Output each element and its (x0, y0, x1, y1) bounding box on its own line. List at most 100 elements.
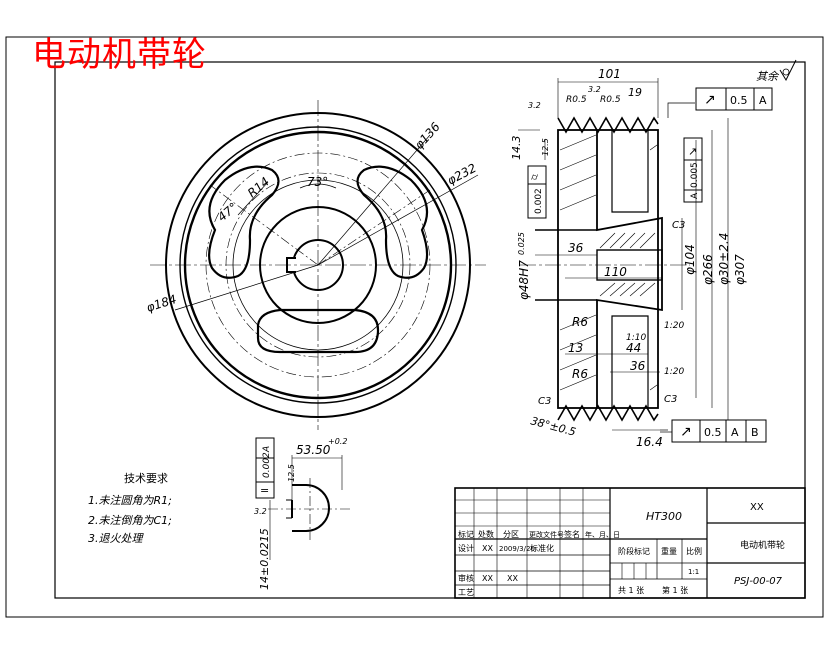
keyway-dims: 53.50 +0.2 14±0.0215 3.2 12.5 = 0.002 A (254, 437, 347, 590)
dim-c3-a: C3 (672, 220, 685, 231)
gdt-top-datum: A (759, 94, 767, 107)
keyway-view (255, 437, 350, 560)
dim-36-b: 36 (630, 359, 646, 373)
dim-38deg: 38°±0.5 (529, 414, 577, 439)
tech-req-item: 3.退火处理 (88, 532, 143, 545)
gdt-frame-right-vertical (683, 137, 703, 203)
roughness-keyway-32: 3.2 (254, 507, 267, 516)
dim-73deg: 73° (307, 175, 328, 189)
dim-phi48h7: φ48H7 (517, 260, 531, 300)
gdt-frame-top (695, 87, 773, 111)
tb-stage-label: 阶段标记 (618, 546, 650, 556)
roughness-32-a: 3.2 (588, 85, 601, 94)
dim-tol-0025: 0.025 (517, 232, 526, 255)
dim-r05-a: R0.5 (566, 95, 587, 105)
dim-53-50-tol: +0.2 (328, 437, 347, 446)
dim-r6-a: R6 (572, 315, 588, 329)
gdt-top-symbol: ↗ (704, 92, 716, 108)
drawing-title: 电动机带轮 (32, 35, 207, 75)
gdt-frame-bottom (671, 419, 767, 443)
tech-req-item: 2.未注倒角为C1; (88, 514, 172, 527)
gdt-frame-left-vertical (527, 165, 547, 219)
tech-req-title: 技术要求 (124, 472, 168, 485)
tb-part-name: 电动机带轮 (740, 539, 785, 551)
section-view (518, 78, 729, 433)
dim-phi30-2-4: φ30±2.4 (717, 233, 731, 285)
dim-14-3: 14.3 (510, 136, 523, 161)
tb-row-label-5: 年、月、日 (585, 530, 620, 539)
dim-16-4: 16.4 (636, 435, 663, 449)
tb-row-label-3: 更改文件号 (529, 530, 564, 539)
gdt-bottom-datum2: B (751, 426, 759, 439)
tb-material: HT300 (646, 510, 682, 523)
tb-process-label: 工艺 (458, 588, 474, 597)
gdt-right-datum: A (690, 192, 700, 199)
tb-designer-label: 设计 (458, 543, 474, 553)
tb-weight-label: 重量 (661, 546, 677, 556)
tb-reviewer: XX (482, 574, 493, 583)
roughness-circle (782, 68, 790, 76)
gdt-bottom-datum: A (731, 426, 739, 439)
title-block (454, 487, 806, 599)
section-view-dims: 101 19 R0.5 R0.5 3.2 3.2 14.3 φ307 φ30±2… (510, 67, 780, 449)
gdt-keyway-datum: A (262, 446, 272, 453)
dim-110: 110 (604, 265, 627, 279)
inner-frame (54, 61, 806, 599)
tb-date: 2009/3/20 (499, 545, 535, 553)
roughness-note-qiyu: 其余 (756, 70, 780, 83)
dim-phi307: φ307 (733, 254, 747, 285)
tb-std-label: 标准化 (530, 543, 554, 553)
tb-row-label-2: 分区 (503, 530, 519, 539)
tb-reviewer2: XX (507, 574, 518, 583)
dim-36-a: 36 (568, 241, 584, 255)
tb-drawing-no: PSJ-00-07 (734, 576, 783, 587)
dim-c3-b: C3 (538, 396, 551, 407)
gdt-values: ↗ 0.5 A ↗ 0.5 A B ↗ 0.005 A ⌭ 0.002 (531, 92, 767, 440)
roughness-symbol (779, 59, 797, 82)
tb-row-label-1: 处数 (478, 529, 494, 539)
dim-phi136: φ136 (412, 119, 443, 152)
gdt-right-symbol: ↗ (688, 145, 697, 158)
dim-47deg: 47° (215, 200, 240, 224)
dim-44: 44 (626, 341, 641, 355)
dim-phi266: φ266 (701, 254, 715, 285)
dim-101: 101 (598, 67, 621, 81)
tb-company: XX (750, 502, 764, 513)
roughness-keyway-125: 12.5 (287, 464, 296, 482)
dim-53-50: 53.50 (296, 443, 331, 457)
gdt-left-symbol: ⌭ (531, 172, 539, 183)
tb-row-label-0: 标记 (458, 529, 474, 539)
dim-taper-1-20-b: 1:20 (664, 367, 684, 377)
tb-reviewer-label: 审核 (458, 573, 474, 583)
gdt-left-value: 0.002 (534, 188, 544, 214)
dim-19: 19 (628, 86, 642, 99)
dim-r05-b: R0.5 (600, 95, 621, 105)
tb-sheet-label: 第 1 张 (662, 585, 688, 595)
tech-req-item: 1.未注圆角为R1; (88, 494, 172, 507)
gdt-bottom-value: 0.5 (704, 426, 722, 439)
roughness-125: 12.5 (541, 138, 550, 156)
dim-c3-c: C3 (664, 394, 677, 405)
tb-row-label-4: 签名 (564, 529, 580, 539)
dim-r6-b: R6 (572, 367, 588, 381)
title-block-text: HT300 XX 电动机带轮 PSJ-00-07 标记 处数 分区 更改文件号 … (458, 502, 785, 597)
roughness-32-b: 3.2 (528, 101, 541, 110)
gdt-right-value: 0.005 (690, 162, 700, 188)
front-view (150, 100, 486, 430)
tb-scale: 1:1 (688, 568, 699, 576)
dim-13: 13 (568, 341, 583, 355)
gdt-bottom-symbol: ↗ (680, 424, 692, 440)
gdt-keyway-value: 0.002 (262, 452, 272, 478)
dim-phi232: φ232 (445, 161, 479, 188)
dim-taper-1-20-a: 1:20 (664, 321, 684, 331)
tb-sheets-label: 共 1 张 (618, 586, 644, 595)
gdt-top-value: 0.5 (730, 94, 748, 107)
dim-14-tol: 14±0.0215 (258, 528, 271, 590)
tb-designer: XX (482, 544, 493, 553)
outer-frame (5, 36, 824, 618)
gdt-keyway-symbol: = (260, 484, 269, 497)
dim-phi104: φ104 (683, 244, 697, 275)
tb-scale-label: 比例 (686, 546, 702, 556)
